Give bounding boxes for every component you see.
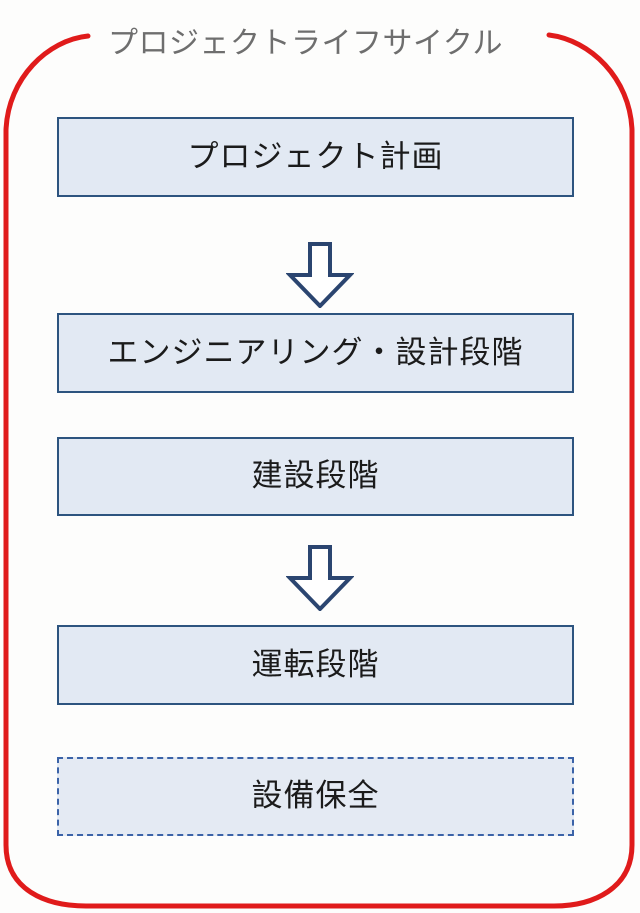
phase-box-construction[interactable]: 建設段階 — [57, 437, 574, 516]
arrow-planning-to-engineering — [286, 242, 354, 308]
phase-box-engineering[interactable]: エンジニアリング・設計段階 — [57, 313, 574, 393]
phase-label-engineering: エンジニアリング・設計段階 — [107, 334, 524, 371]
phase-label-operation: 運転段階 — [251, 646, 380, 683]
block-arrow-down-icon — [286, 545, 354, 611]
phase-box-planning[interactable]: プロジェクト計画 — [57, 117, 574, 197]
arrow-construction-to-operation — [286, 545, 354, 611]
phase-box-maintenance[interactable]: 設備保全 — [57, 757, 574, 836]
phase-box-operation[interactable]: 運転段階 — [57, 625, 574, 705]
phase-label-planning: プロジェクト計画 — [187, 138, 444, 175]
phase-label-maintenance: 設備保全 — [251, 778, 380, 814]
phase-label-construction: 建設段階 — [251, 458, 380, 494]
page-title: プロジェクトライフサイクル — [108, 26, 503, 61]
block-arrow-down-icon — [286, 242, 354, 308]
